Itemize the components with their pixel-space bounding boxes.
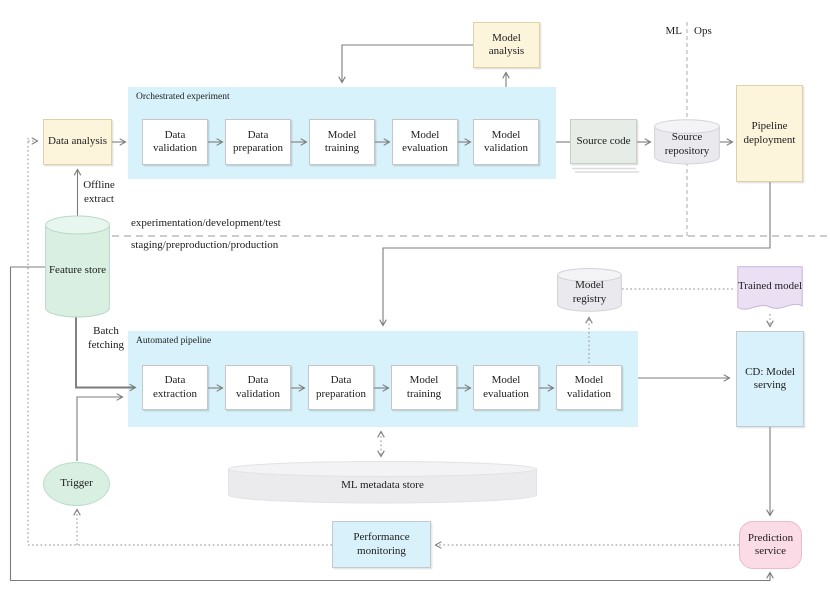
orchestrated-experiment-label: Orchestrated experiment — [136, 92, 230, 102]
step-label: Model training — [406, 374, 442, 400]
step-label: Model training — [324, 128, 360, 154]
step-label: Data validation — [153, 128, 197, 154]
edge-deployment-to-automated — [379, 182, 771, 327]
edge-feature-store-to-prediction — [9, 266, 774, 582]
data-analysis-node: Data analysis — [43, 119, 112, 165]
cd-model-serving-node: CD: Model serving — [736, 331, 804, 427]
feature-store-node: Feature store — [45, 215, 110, 318]
ml-side-label: ML — [665, 25, 683, 37]
step-label: Model evaluation — [483, 374, 529, 400]
source-code-stack-lines — [572, 167, 639, 173]
performance-monitoring-node: Performance monitoring — [332, 521, 431, 568]
automated-step-model-evaluation: Model evaluation — [473, 365, 539, 410]
ml-metadata-store-label: ML metadata store — [341, 478, 424, 491]
cylinder-shape — [557, 268, 622, 312]
automated-step-model-validation: Model validation — [556, 365, 622, 410]
performance-monitoring-label: Performance monitoring — [353, 531, 410, 557]
feature-store-label: Feature store — [48, 263, 107, 276]
source-code-label: Source code — [576, 134, 631, 147]
step-label: Model evaluation — [402, 128, 448, 154]
edge-batch-fetching — [75, 317, 137, 392]
batch-fetching-label: Batch fetching — [87, 325, 125, 352]
orchestrated-step-data-preparation: Data preparation — [225, 119, 291, 165]
model-registry-label: Model registry — [572, 279, 607, 305]
model-registry-node: Model registry — [557, 268, 622, 312]
source-repository-label: Source repository — [664, 131, 710, 157]
data-analysis-label: Data analysis — [48, 135, 107, 148]
trigger-node: Trigger — [43, 462, 110, 506]
automated-pipeline-container: Automated pipeline — [128, 331, 638, 427]
source-code-node: Source code — [570, 119, 637, 164]
orchestrated-step-data-validation: Data validation — [142, 119, 208, 165]
pipeline-deployment-label: Pipeline deployment — [743, 120, 796, 146]
step-label: Model validation — [567, 374, 611, 400]
automated-step-model-training: Model training — [391, 365, 457, 410]
pipeline-deployment-node: Pipeline deployment — [736, 85, 803, 182]
model-analysis-label: Model analysis — [488, 31, 525, 57]
automated-step-data-extraction: Data extraction — [142, 365, 208, 410]
edge-model-analysis-to-training — [338, 44, 473, 84]
ml-metadata-store-node: ML metadata store — [228, 461, 537, 504]
cylinder-shape — [45, 215, 110, 318]
automated-step-data-validation: Data validation — [225, 365, 291, 410]
automated-step-data-preparation: Data preparation — [308, 365, 374, 410]
prediction-service-label: Prediction service — [747, 531, 794, 557]
trained-model-node: Trained model — [737, 266, 803, 314]
trigger-label: Trigger — [60, 477, 93, 490]
source-repository-node: Source repository — [654, 119, 720, 165]
step-label: Data validation — [236, 374, 280, 400]
trained-model-label: Trained model — [737, 280, 803, 293]
edge-monitoring-to-data-analysis — [27, 138, 332, 546]
automated-pipeline-label: Automated pipeline — [136, 336, 212, 346]
disk-shape — [228, 461, 537, 504]
offline-extract-label: Offline extract — [83, 179, 115, 206]
document-shape — [737, 266, 803, 310]
cylinder-shape — [654, 119, 720, 165]
env-label-experimentation: experimentation/development/test — [131, 217, 281, 229]
model-analysis-node: Model analysis — [473, 22, 540, 68]
orchestrated-step-model-training: Model training — [309, 119, 375, 165]
step-label: Data extraction — [153, 374, 197, 400]
orchestrated-step-model-evaluation: Model evaluation — [392, 119, 458, 165]
edge-trigger-to-automated — [76, 393, 124, 461]
step-label: Data preparation — [232, 128, 284, 154]
step-label: Model validation — [484, 128, 528, 154]
orchestrated-step-model-validation: Model validation — [473, 119, 539, 165]
ops-side-label: Ops — [694, 25, 712, 37]
step-label: Data preparation — [315, 374, 367, 400]
env-label-staging: staging/preproduction/production — [131, 239, 279, 251]
prediction-service-node: Prediction service — [739, 521, 802, 569]
cd-model-serving-label: CD: Model serving — [745, 365, 795, 391]
